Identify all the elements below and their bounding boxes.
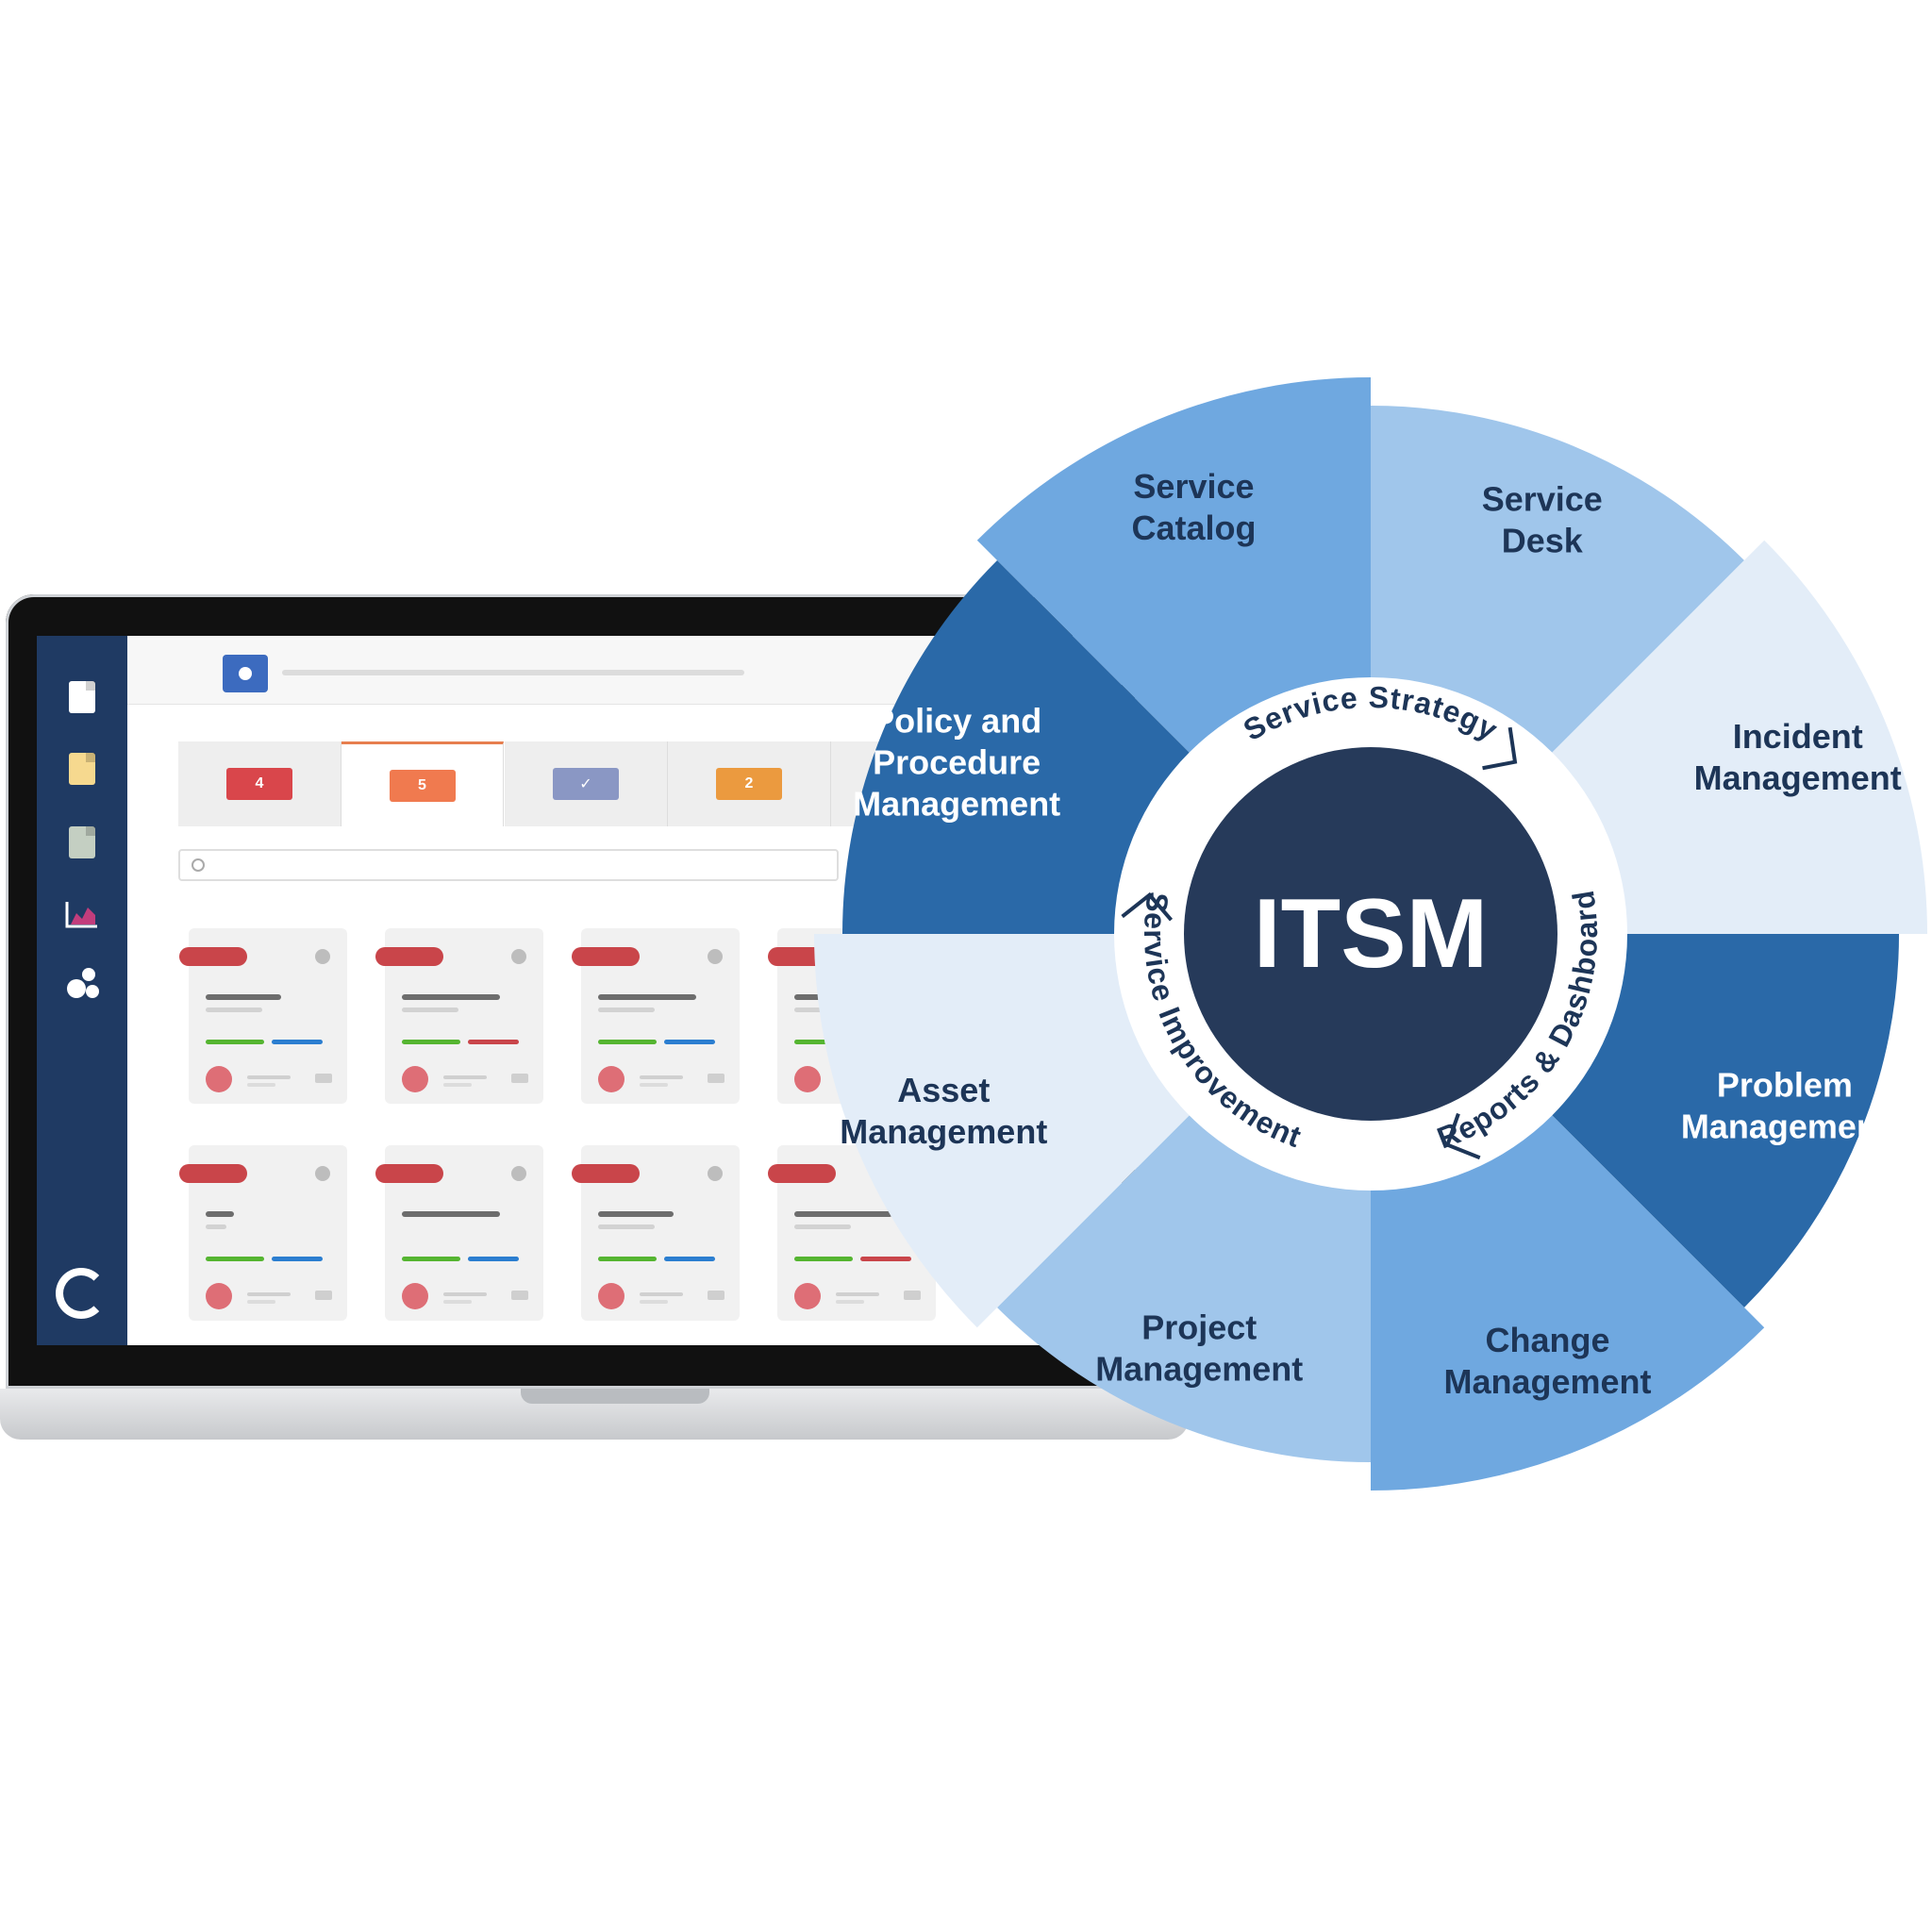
segment-label: Service [1482, 480, 1603, 519]
task-card[interactable] [375, 1145, 543, 1321]
tab-4[interactable]: 2 [668, 741, 831, 826]
segment-label: Management [1095, 1349, 1303, 1388]
bubbles-icon[interactable] [65, 966, 103, 1004]
segment-label: Policy and [872, 702, 1041, 741]
search-icon [192, 858, 205, 872]
segment-label: Management [1681, 1107, 1889, 1145]
segment-label: Management [840, 1112, 1047, 1151]
address-bar[interactable] [282, 670, 744, 675]
segment-label: Problem [1717, 1065, 1853, 1104]
chart-icon[interactable] [65, 900, 99, 928]
task-card[interactable] [375, 928, 543, 1104]
logo-icon [56, 1268, 107, 1319]
segment-asset-management [814, 934, 1231, 1328]
task-card[interactable] [572, 1145, 740, 1321]
ring-arrows [1121, 726, 1518, 1160]
segment-label: Catalog [1131, 508, 1256, 547]
segment-service-catalog [976, 377, 1371, 794]
tab-badge: ✓ [553, 768, 619, 800]
segment-label: Asset [897, 1071, 990, 1109]
tab-1[interactable]: 4 [178, 741, 341, 826]
tab-badge: 5 [389, 769, 456, 802]
segment-label: Management [1443, 1362, 1651, 1401]
segment-label: Service [1133, 467, 1254, 506]
document-icon[interactable] [69, 681, 95, 713]
segment-label: Change [1486, 1321, 1610, 1359]
tab-badge: 4 [226, 768, 292, 800]
segment-label: Desk [1502, 522, 1584, 560]
app-sidebar [37, 636, 127, 1345]
segment-label: Management [853, 785, 1060, 824]
segment-label: Incident [1733, 717, 1863, 756]
note-icon[interactable] [69, 753, 95, 785]
file-icon[interactable] [69, 826, 95, 858]
search-input[interactable] [178, 849, 839, 881]
segment-label: Project [1141, 1307, 1257, 1346]
task-card[interactable] [179, 1145, 347, 1321]
itsm-center [1184, 747, 1557, 1121]
segment-change-management [1371, 1074, 1765, 1491]
laptop-notch [521, 1389, 709, 1404]
app-logo-icon[interactable] [223, 655, 268, 692]
segment-incident-management [1510, 540, 1927, 934]
task-card[interactable] [179, 928, 347, 1104]
center-title: ITSM [1254, 879, 1488, 989]
tab-3[interactable]: ✓ [505, 741, 668, 826]
tab-2[interactable]: 5 [341, 741, 504, 826]
task-card[interactable] [572, 928, 740, 1104]
tab-badge: 2 [716, 768, 782, 800]
segment-label: Management [1694, 758, 1902, 797]
segment-label: Procedure [873, 743, 1041, 782]
